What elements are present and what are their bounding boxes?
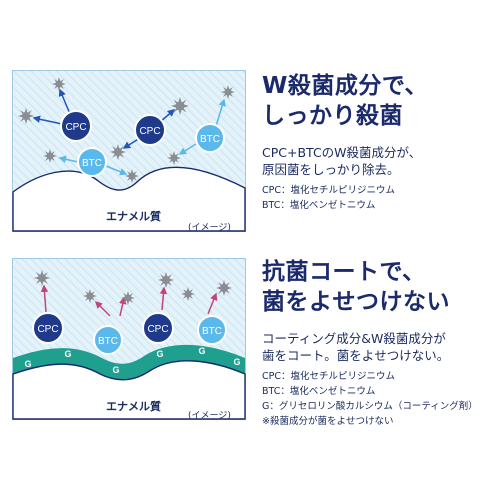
cpc-label: CPC	[37, 324, 58, 335]
arrow-cpc1-to-bacteria	[32, 115, 63, 125]
cpc-molecule: CPC	[60, 110, 92, 142]
cpc-molecule: CPC	[32, 312, 64, 344]
g-label: G	[156, 349, 163, 359]
bacteria-icon	[52, 77, 66, 91]
diagram-panel-coating: G G G G G G CPC	[12, 258, 246, 421]
bacteria-icon	[110, 144, 126, 160]
cpc-label: CPC	[65, 122, 86, 133]
bacteria-icon	[181, 287, 195, 301]
section2-desc-line1: コーティング成分&W殺菌成分が	[262, 331, 446, 346]
bacteria-icon	[83, 289, 97, 303]
enamel-surface	[12, 166, 246, 232]
g-label: G	[24, 359, 31, 369]
btc-label: BTC	[202, 326, 222, 337]
section1-title-line2: しっかり殺菌	[262, 103, 403, 129]
section2-note-g: G：グリセロリン酸カルシウム（コーティング剤）	[262, 401, 478, 412]
bacteria-group	[34, 270, 232, 305]
section1-desc-line2: 原因菌をしっかり除去。	[262, 162, 400, 177]
btc-molecule: BTC	[93, 325, 123, 355]
btc-label: BTC	[82, 158, 102, 169]
btc-label: BTC	[98, 336, 118, 347]
section2-title-line2: 菌をよせつけない	[262, 289, 450, 315]
enamel-surface	[12, 360, 246, 420]
bacteria-icon	[158, 272, 174, 288]
coating-layer	[13, 344, 245, 380]
section1-note-cpc: CPC：塩化セチルピリジニウム	[262, 185, 395, 196]
btc-molecule: BTC	[197, 315, 227, 345]
section2-desc-line2: 歯をコート。菌をよせつけない。	[262, 348, 450, 363]
bacteria-icon	[121, 291, 135, 305]
section2-note-btc: BTC：塩化ベンゼトニウム	[262, 386, 376, 397]
btc-molecule: BTC	[77, 147, 107, 177]
btc-molecule: BTC	[195, 123, 225, 153]
diagram-panel-sterilization: CPC CPC BTC BTC エナメル質 (イメージ)	[12, 70, 246, 233]
section2-note-footnote: ※殺菌成分が菌をよせつけない	[262, 416, 394, 427]
repel-arrows	[40, 284, 218, 317]
g-label: G	[112, 365, 119, 375]
bacteria-group	[18, 77, 235, 183]
bacteria-icon	[171, 97, 189, 115]
g-label: G	[198, 346, 205, 356]
g-label: G	[64, 349, 71, 359]
section2-note-cpc: CPC：塩化セチルピリジニウム	[262, 371, 395, 382]
cpc-molecule: CPC	[142, 312, 174, 344]
cpc-label: CPC	[147, 324, 168, 335]
bacteria-icon	[18, 108, 34, 124]
coating-diagram: G G G G G G CPC	[12, 258, 246, 420]
arrow-cpc1-up	[58, 88, 71, 115]
coating-g-labels: G G G G G G	[24, 346, 240, 375]
section1-desc-line1: CPC+BTCのW殺菌成分が、	[262, 145, 422, 160]
bacteria-icon	[125, 169, 139, 183]
arrow-btc1-left	[58, 155, 79, 163]
enamel-label: エナメル質	[106, 210, 161, 223]
g-label: G	[233, 357, 240, 367]
bacteria-icon	[216, 280, 232, 296]
btc-label: BTC	[200, 134, 220, 145]
bacteria-icon	[167, 151, 181, 165]
arrow-btc1-right	[105, 165, 128, 176]
cpc-label: CPC	[139, 126, 160, 137]
arrow-btc2-down	[178, 143, 197, 155]
sterilization-diagram: CPC CPC BTC BTC	[12, 70, 246, 232]
cpc-molecule: CPC	[134, 114, 166, 146]
image-note: (イメージ)	[188, 411, 231, 421]
section2-title-line1: 抗菌コートで、	[262, 259, 426, 285]
bacteria-icon	[43, 149, 57, 163]
enamel-label: エナメル質	[106, 400, 161, 413]
section1-title-line1: W殺菌成分で、	[262, 73, 428, 99]
section1-note-btc: BTC：塩化ベンゼトニウム	[262, 200, 376, 211]
image-note: (イメージ)	[188, 223, 231, 233]
arrow-btc2-up	[215, 98, 226, 127]
bacteria-icon	[34, 270, 50, 286]
bacteria-icon	[221, 85, 235, 99]
